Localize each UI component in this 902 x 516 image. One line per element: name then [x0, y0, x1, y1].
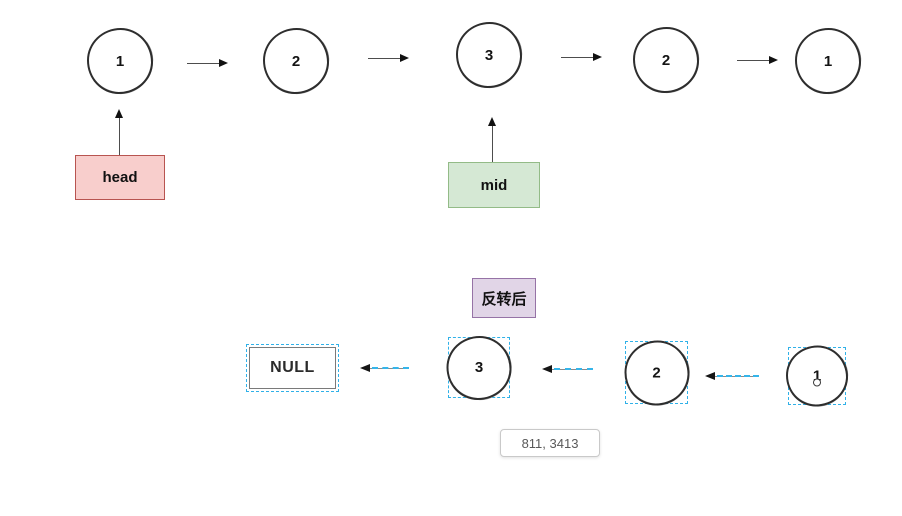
list-node[interactable]: 2 [624, 340, 689, 405]
arrow-left-icon[interactable] [705, 371, 759, 380]
mid-pointer-box[interactable]: mid [448, 162, 540, 208]
arrow-left-icon[interactable] [542, 364, 593, 373]
node-value: 3 [484, 46, 494, 64]
arrow-right-icon[interactable] [368, 54, 409, 62]
node-value: 2 [661, 51, 671, 69]
node-value: 1 [115, 52, 125, 70]
reversed-node-selection: 1 [786, 345, 848, 407]
node-value: 2 [291, 52, 301, 70]
reversed-title-box[interactable]: 反转后 [472, 278, 536, 318]
list-node[interactable]: 2 [633, 27, 699, 93]
selection-dash [554, 367, 593, 370]
node-value: 1 [812, 367, 822, 385]
node-value: 2 [652, 364, 661, 381]
selection-dash [717, 374, 759, 377]
arrow-left-icon[interactable] [360, 363, 409, 372]
list-node[interactable]: 2 [263, 28, 329, 94]
list-node[interactable]: 1 [795, 28, 861, 94]
arrow-right-icon[interactable] [187, 59, 228, 67]
null-node-selection: NULL [246, 344, 339, 392]
arrow-up-icon[interactable] [488, 117, 496, 162]
head-pointer-box[interactable]: head [75, 155, 165, 200]
reversed-title-label: 反转后 [481, 290, 527, 308]
node-value: 1 [823, 52, 833, 70]
null-box[interactable]: NULL [249, 347, 336, 389]
head-pointer-label: head [102, 169, 138, 186]
list-node[interactable]: 1 [786, 345, 848, 407]
reversed-node-selection: 2 [624, 340, 689, 405]
node-value: 3 [474, 359, 484, 376]
arrow-right-icon[interactable] [561, 53, 602, 61]
mid-pointer-label: mid [480, 176, 508, 194]
arrow-right-icon[interactable] [737, 56, 778, 64]
edge-endpoint-handle[interactable] [813, 378, 821, 386]
list-node[interactable]: 3 [446, 335, 512, 400]
position-tooltip-text: 811, 3413 [521, 435, 579, 451]
arrow-up-icon[interactable] [115, 109, 123, 155]
list-node[interactable]: 3 [456, 22, 522, 88]
null-label: NULL [270, 359, 315, 376]
list-node[interactable]: 1 [87, 28, 153, 94]
selection-dash [372, 366, 409, 369]
reversed-node-selection: 3 [446, 335, 512, 400]
position-tooltip: 811, 3413 [500, 429, 600, 457]
